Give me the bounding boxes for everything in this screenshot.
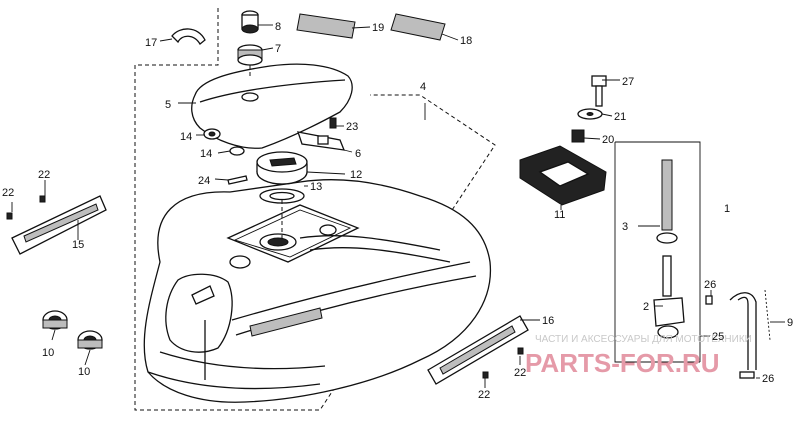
callout-26a: 26 xyxy=(704,279,716,291)
callout-27: 27 xyxy=(622,76,634,88)
cap-plug xyxy=(241,10,259,34)
spring-seat xyxy=(237,44,263,78)
rubber-14a xyxy=(203,128,221,140)
fuel-tube-9 xyxy=(729,289,771,370)
rubber-14b xyxy=(229,146,245,156)
callout-21: 21 xyxy=(614,111,626,123)
callout-15: 15 xyxy=(72,239,84,251)
leader-lines xyxy=(11,24,785,388)
tube-clip-26a xyxy=(705,295,713,305)
washer-21 xyxy=(577,108,603,120)
callout-17: 17 xyxy=(145,37,157,49)
callout-19: 19 xyxy=(372,22,384,34)
callout-4: 4 xyxy=(420,81,426,93)
petcock-assembly-1 xyxy=(614,141,701,363)
watermark-text: ЧАСТИ И АКСЕССУАРЫ ДЛЯ МОТОТЕХНИКИ xyxy=(535,334,752,345)
callout-16: 16 xyxy=(542,315,554,327)
grommet-10a xyxy=(42,310,68,330)
callout-23: 23 xyxy=(346,121,358,133)
callout-10a: 10 xyxy=(42,347,54,359)
callout-22a: 22 xyxy=(38,169,50,181)
bolt-23 xyxy=(329,117,337,129)
side-trim-15 xyxy=(11,195,107,255)
callout-22c: 22 xyxy=(514,367,526,379)
assembly-outline xyxy=(134,8,496,411)
bracket-6 xyxy=(297,131,346,151)
emblem-strip-19 xyxy=(296,13,356,39)
watermark-brand: PARTS-FOR.RU xyxy=(525,348,720,378)
part-labels: 8 7 17 19 18 4 5 27 21 20 23 14 14 6 12 … xyxy=(2,21,793,401)
callout-1: 1 xyxy=(724,203,730,215)
fuel-cap xyxy=(256,151,308,185)
callout-18: 18 xyxy=(460,35,472,47)
grommet-10b xyxy=(77,330,103,350)
callout-14b: 14 xyxy=(200,148,212,160)
callout-24: 24 xyxy=(198,175,210,187)
clip xyxy=(171,28,206,45)
callout-25: 25 xyxy=(712,331,724,343)
callout-11: 11 xyxy=(554,209,565,221)
callout-10b: 10 xyxy=(78,366,90,378)
screw-22c xyxy=(517,347,524,355)
screw-22b xyxy=(6,212,13,220)
watermark: ЧАСТИ И АКСЕССУАРЫ ДЛЯ МОТОТЕХНИКИ PARTS… xyxy=(525,334,752,378)
callout-9: 9 xyxy=(787,317,793,329)
callout-13: 13 xyxy=(310,181,322,193)
fuel-valve-2 xyxy=(653,255,685,339)
filter-screen-3 xyxy=(656,159,678,244)
screw-22d xyxy=(482,371,489,379)
lower-trim-16 xyxy=(427,315,529,385)
screw-22a xyxy=(39,195,46,203)
callout-3: 3 xyxy=(622,221,628,233)
callout-20: 20 xyxy=(602,134,614,146)
callout-6: 6 xyxy=(355,148,361,160)
callout-22b: 22 xyxy=(2,187,14,199)
callout-14a: 14 xyxy=(180,131,192,143)
pin-24 xyxy=(227,175,248,185)
tank-cover xyxy=(191,63,353,149)
callout-8: 8 xyxy=(275,21,281,33)
callout-5: 5 xyxy=(165,99,171,111)
callout-26b: 26 xyxy=(762,373,774,385)
tube-clip-26b xyxy=(739,371,755,379)
callout-12: 12 xyxy=(350,169,362,181)
collar-20 xyxy=(571,129,585,143)
mount-rubber-11 xyxy=(519,145,607,206)
callout-7: 7 xyxy=(275,43,281,55)
cap-gasket xyxy=(259,188,305,238)
emblem-strip-18 xyxy=(390,13,446,41)
bolt-27 xyxy=(591,75,607,107)
fuel-tank xyxy=(143,179,492,403)
callout-22d: 22 xyxy=(478,389,490,401)
callout-2: 2 xyxy=(643,301,649,313)
